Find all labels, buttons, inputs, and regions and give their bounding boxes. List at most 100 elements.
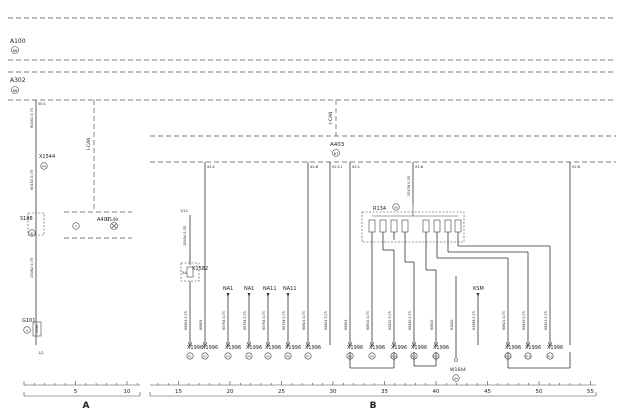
- signal-label: KSM: [473, 286, 484, 292]
- w1644-tag-circle: [452, 374, 460, 382]
- connector-pin-circle: [201, 352, 209, 360]
- connector-pin-icon: [347, 341, 353, 348]
- wire-label: 60601 0,75: [302, 311, 306, 330]
- lamp-icon-cross: [111, 223, 117, 229]
- ruler-tick-label: 55: [587, 389, 594, 395]
- left-wire-label-3: 13082 0,75: [30, 258, 34, 278]
- g101-tag: 6: [26, 329, 28, 333]
- connector-pin: P8: [348, 354, 352, 358]
- w1644-tag: 84: [454, 377, 458, 381]
- top-pin-label: X2:11: [332, 165, 342, 169]
- connector-pin: P11: [411, 354, 416, 358]
- ruler-tick-label: 45: [484, 389, 491, 395]
- lamp-icon: [110, 222, 118, 230]
- connector-pin: P6: [286, 354, 290, 358]
- top-pin-label: X2:6: [572, 165, 580, 169]
- wire-label: 60623 0,75: [544, 311, 548, 330]
- connector-pin-circle: [304, 352, 312, 360]
- connector-pin-circle: [368, 352, 376, 360]
- connector-pin: P2: [203, 354, 207, 358]
- wire-label: 60605: [199, 320, 203, 331]
- signal-arrow-icon: [476, 293, 480, 297]
- signal-arrow-icon: [226, 293, 230, 297]
- connector-pin-icon: [187, 341, 193, 348]
- connector-pin: P15: [547, 354, 552, 358]
- ruler-tick-label: 20: [227, 389, 234, 395]
- connector-pin: P10: [391, 354, 396, 358]
- module-a100-tag: 86: [13, 49, 17, 53]
- w1644-label: W1644: [450, 367, 466, 373]
- connector-pin-circle: [264, 352, 272, 360]
- ican-label-top: I-CAN: [328, 111, 334, 124]
- x1544-tag: P4: [42, 165, 46, 169]
- connector-pin: P12: [433, 354, 438, 358]
- connector-pin-circle: [432, 352, 440, 360]
- wire-label: 60633: [430, 320, 434, 331]
- resistor-array: [368, 205, 551, 345]
- w1644-terminal: [454, 358, 458, 362]
- connector-pin-circle: [546, 352, 554, 360]
- a407-symbol: F: [75, 225, 77, 229]
- r134-tag: 95: [394, 206, 398, 210]
- signal-label: NA11: [263, 286, 277, 292]
- ruler-tick-label: 5: [74, 389, 78, 395]
- signal-label: NA1: [223, 286, 233, 292]
- connector-pin-circle: [284, 352, 292, 360]
- left-pin-label: 50:1: [38, 102, 46, 106]
- connector-pin: P3: [226, 354, 230, 358]
- module-a403-label: A403: [330, 142, 345, 148]
- connector-pin-circle: [390, 352, 398, 360]
- x1544-tag-circle: [40, 162, 48, 170]
- s188-tag: 81: [30, 232, 34, 236]
- fuse-icon: [186, 266, 194, 278]
- connector-pin-circle: [524, 352, 532, 360]
- left-ref: 1/2: [38, 351, 44, 355]
- module-a302-tag: 86: [13, 89, 17, 93]
- connector-pin-circle: [245, 352, 253, 360]
- top-pin-label: X2:1: [352, 165, 360, 169]
- signal-arrow-icon: [247, 293, 251, 297]
- connector-label: X1996: [305, 345, 321, 351]
- g101-tag-circle: [23, 326, 31, 334]
- connector-pin-icon: [246, 341, 252, 348]
- ruler-tick-label: 35: [381, 389, 388, 395]
- connector-label: X1996: [525, 345, 541, 351]
- connector-pin-icon: [505, 341, 511, 348]
- connector-label: X1996: [505, 345, 521, 351]
- x1582-box: [180, 262, 200, 282]
- module-a403-tag-circle: [332, 149, 340, 157]
- top-pin-label: X1:6: [415, 165, 423, 169]
- module-a100-tag-circle: [11, 46, 19, 54]
- x1544-label: X1544: [39, 154, 55, 160]
- wire-label: 60794 0,75: [222, 311, 226, 330]
- connector-pin-circle: [186, 352, 194, 360]
- r134-tag-circle: [392, 203, 400, 211]
- ican-label-left: I-CAN: [86, 137, 92, 150]
- wire-label: 60794 0,75: [282, 311, 286, 330]
- connectors: X1996P1X1996P2X1996P3X1996P4X1996P5X1996…: [186, 341, 563, 360]
- connector-label: X1996: [202, 345, 218, 351]
- section-label-a: A: [83, 401, 90, 411]
- connector-pin: P13: [505, 354, 510, 358]
- connector-label: X1996: [246, 345, 262, 351]
- wire-label: 60631 0,75: [366, 311, 370, 330]
- ruler-tick-label: 50: [536, 389, 543, 395]
- connector-pin: P1: [188, 354, 192, 358]
- signal-label: NA1: [244, 286, 254, 292]
- g101-label: G101: [22, 318, 35, 324]
- wire-label: 61998 0,75: [472, 311, 476, 330]
- connector-pin-icon: [265, 341, 271, 348]
- connector-label: X1996: [347, 345, 363, 351]
- ruler-tick-label: 40: [433, 389, 440, 395]
- connector-label: X1996: [547, 345, 563, 351]
- a407-label: A407: [97, 217, 110, 223]
- connector-label: X1996: [411, 345, 427, 351]
- wire-label: 60794 0,75: [262, 311, 266, 330]
- ruler-tick-label: 15: [175, 389, 182, 395]
- connector-label: X1996: [369, 345, 385, 351]
- module-a403-tag: 87: [334, 152, 338, 156]
- connector-label: X1996: [265, 345, 281, 351]
